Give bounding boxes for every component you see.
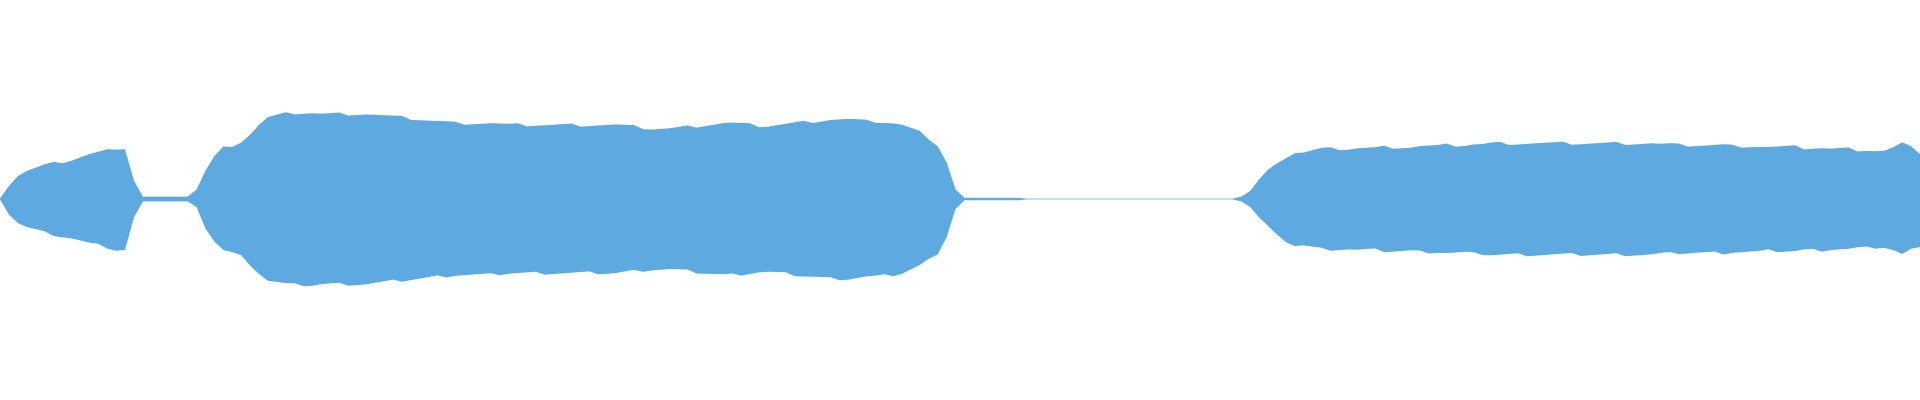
waveform-shape [0, 112, 1920, 287]
